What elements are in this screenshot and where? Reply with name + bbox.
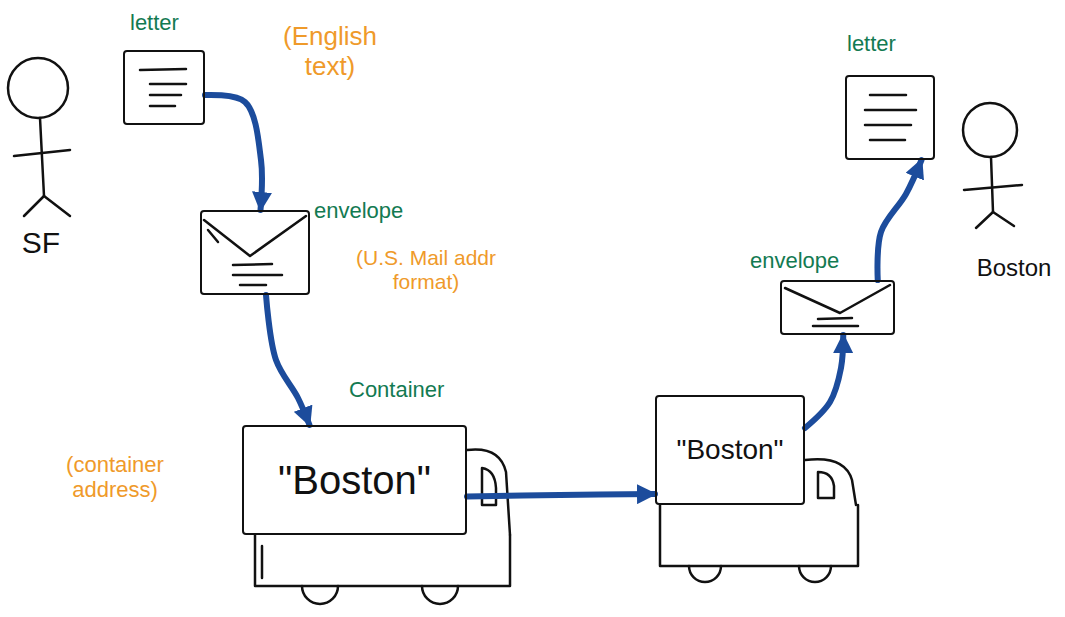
illustration [8,58,1022,604]
note-label: Boston [968,254,1060,282]
envelope-flap [204,216,306,256]
truck [805,459,856,505]
note-label: (English text) [268,22,392,82]
container-address: "Boston" [676,434,783,466]
stick-figure [991,157,993,212]
truck [255,535,510,586]
envelope-flap [233,264,282,285]
flow-arrow [805,335,843,428]
letter-scribble [865,95,916,140]
shape-box: envelope [780,280,895,335]
truck [660,505,858,566]
letter-scribble [140,69,186,106]
envelope-flap [208,230,218,242]
stick-figure [24,196,70,216]
truck [261,546,264,578]
flow-arrow [266,295,310,425]
note-label: (container address) [40,452,190,503]
stick-figure [963,103,1022,228]
truck [302,586,338,604]
stick-figure [8,58,70,216]
truck [482,468,496,505]
flow-arrow [877,160,921,280]
truck [255,449,510,604]
envelope-flap [813,318,858,326]
stick-figure [963,103,1017,157]
envelope-flap [785,285,890,313]
shape-heading: envelope [750,248,839,274]
letter-scribble [140,69,186,106]
shape-box: Container"Boston" [242,425,467,535]
truck [467,449,510,535]
stick-figure [976,212,1014,228]
truck [799,566,831,582]
shape-box: envelope [200,210,310,295]
envelope-flap [204,216,306,285]
shape-heading: envelope [314,198,403,224]
container-address: "Boston" [278,458,431,503]
shape-heading: letter [130,10,179,36]
stick-figure [964,185,1022,190]
truck [660,459,858,582]
note-label: (U.S. Mail addr format) [340,246,512,294]
shape-heading: letter [847,31,896,57]
shape-box: letter [123,50,205,125]
flow-arrow [205,95,262,210]
flow-arrow [467,494,655,497]
shape-box: "Boston" [655,395,805,505]
truck [422,586,458,604]
shape-box: letter [845,75,935,160]
truck [689,566,721,582]
truck [818,472,834,498]
stick-figure [14,150,70,156]
envelope-flap [785,285,890,326]
shape-heading: Container [349,377,444,403]
stick-figure [8,58,68,118]
stick-figure [40,118,44,196]
note-label: SF [16,226,66,261]
letter-scribble [865,95,916,140]
